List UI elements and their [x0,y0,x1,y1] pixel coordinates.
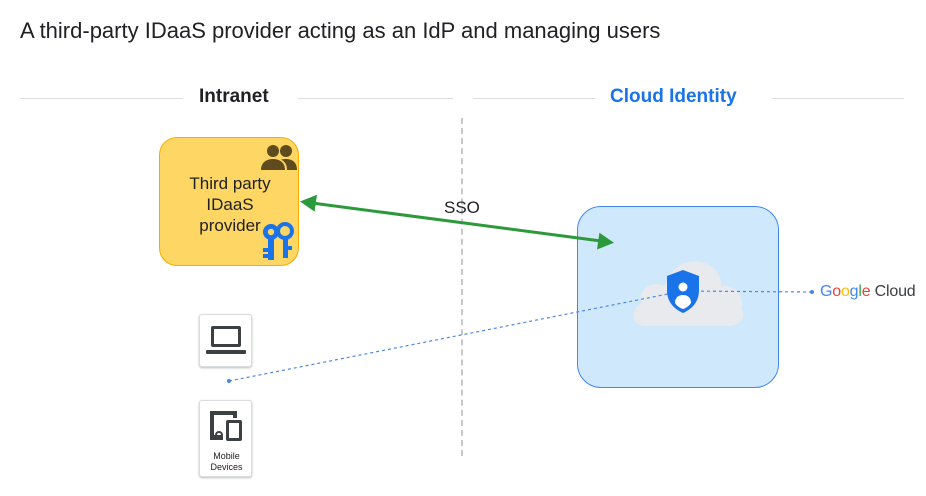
idaas-provider-label: Third party IDaaS provider [172,173,288,236]
intranet-label: Intranet [199,86,269,107]
cloud-identity-rule-left [473,98,595,99]
people-icon [261,145,297,170]
sso-arrowhead-left [300,194,317,212]
google-cloud-product: Cloud [874,283,916,300]
mobile-devices-device: Mobile Devices [199,400,252,477]
intranet-rule-right [298,98,453,99]
mobile-label-line-1: Mobile [213,451,240,461]
shield-user-icon [667,270,699,313]
mobile-devices-icon [210,411,242,441]
intranet-rule-left [20,98,183,99]
google-cloud-link-end-dot [810,290,814,294]
idaas-provider-node: Third party IDaaS provider [159,137,299,266]
sso-label: SSO [444,198,480,217]
device-link-start-dot [227,379,231,383]
idaas-line-3: provider [199,216,261,235]
diagram-title: A third-party IDaaS provider acting as a… [20,18,661,43]
idaas-line-2: IDaaS [206,195,254,214]
idaas-line-1: Third party [189,174,271,193]
device-link-line [228,290,684,382]
sso-arrowhead-right [597,232,614,250]
cloud-identity-label: Cloud Identity [610,86,737,107]
google-wordmark: Google [820,283,871,300]
sso-arrow [311,201,602,243]
mobile-devices-label: Mobile Devices [200,451,253,473]
laptop-icon [206,326,246,354]
mobile-label-line-2: Devices [210,462,243,472]
cloud-identity-rule-right [772,98,904,99]
keys-icon [263,222,294,260]
laptop-device [199,314,252,367]
google-cloud-link-line [682,290,813,293]
google-cloud-logo: Google Cloud [820,283,916,301]
boundary-separator [461,118,463,456]
